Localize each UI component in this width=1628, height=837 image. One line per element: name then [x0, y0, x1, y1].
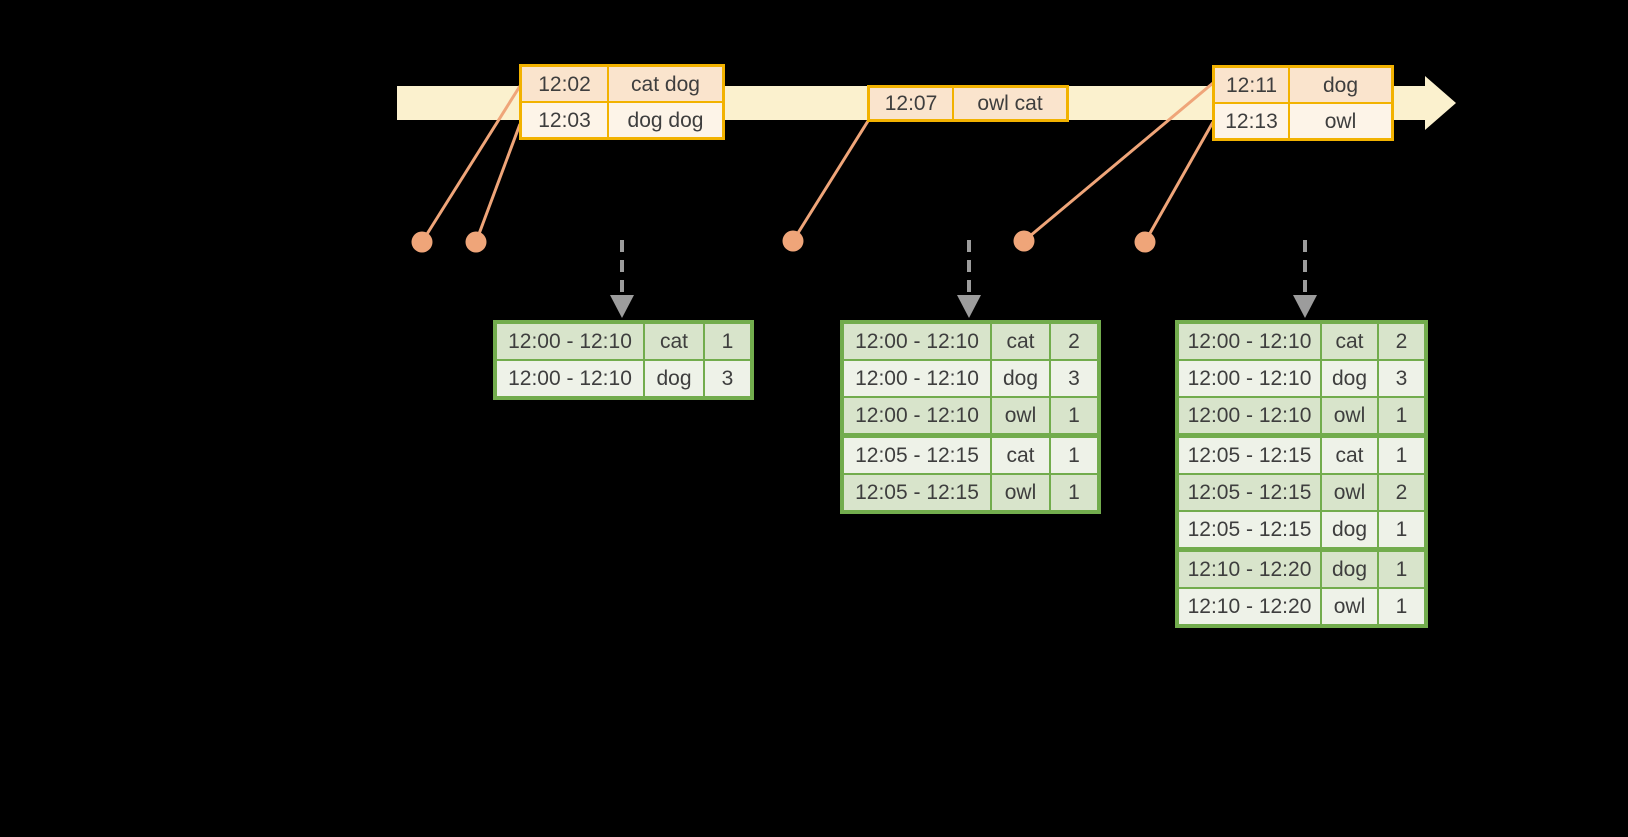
event-box-2: 12:07 owl cat [867, 85, 1069, 122]
count-cell: 3 [1379, 361, 1424, 396]
table-row: 12:00 - 12:10 dog 3 [1179, 361, 1424, 396]
window-cell: 12:05 - 12:15 [1179, 438, 1320, 473]
event-marker-dot [1134, 231, 1156, 253]
event-connector-line [791, 120, 870, 242]
window-cell: 12:00 - 12:10 [844, 398, 990, 433]
count-cell: 1 [1379, 438, 1424, 473]
event-box-1: 12:02 cat dog 12:03 dog dog [519, 64, 725, 140]
count-cell: 1 [1379, 552, 1424, 587]
event-connector-line [1143, 121, 1215, 243]
event-time-cell: 12:02 [522, 67, 607, 101]
word-cell: cat [1322, 438, 1377, 473]
window-cell: 12:05 - 12:15 [844, 438, 990, 473]
event-words-cell: cat dog [609, 67, 722, 101]
count-cell: 1 [1051, 398, 1097, 433]
table-row: 12:05 - 12:15 cat 1 [844, 438, 1097, 473]
event-marker-dot [782, 230, 804, 252]
window-cell: 12:00 - 12:10 [844, 324, 990, 359]
count-cell: 1 [1379, 512, 1424, 547]
window-cell: 12:00 - 12:10 [1179, 324, 1320, 359]
result-table-3: 12:00 - 12:10 cat 2 12:00 - 12:10 dog 3 … [1175, 320, 1428, 628]
count-cell: 1 [1051, 475, 1097, 510]
word-cell: cat [645, 324, 703, 359]
word-cell: dog [1322, 361, 1377, 396]
word-cell: cat [992, 438, 1049, 473]
word-cell: owl [1322, 398, 1377, 433]
table-row: 12:00 - 12:10 cat 1 [497, 324, 750, 359]
event-words-cell: owl cat [954, 88, 1066, 119]
word-cell: dog [645, 361, 703, 396]
count-cell: 1 [705, 324, 750, 359]
table-row: 12:05 - 12:15 dog 1 [1179, 512, 1424, 547]
event-box-3: 12:11 dog 12:13 owl [1212, 65, 1394, 141]
table-row: 12:10 - 12:20 owl 1 [1179, 589, 1424, 624]
word-cell: dog [1322, 512, 1377, 547]
word-cell: dog [1322, 552, 1377, 587]
event-marker-dot [411, 231, 433, 253]
event-marker-dot [1013, 230, 1035, 252]
table-row: 12:10 - 12:20 dog 1 [1179, 552, 1424, 587]
event-time-cell: 12:07 [870, 88, 952, 119]
trigger-arrow-heads [610, 295, 1317, 318]
count-cell: 1 [1051, 438, 1097, 473]
table-row: 12:00 - 12:10 dog 3 [844, 361, 1097, 396]
word-cell: owl [1322, 475, 1377, 510]
trigger-arrowhead-icon [610, 295, 634, 318]
table-row: 12:00 - 12:10 dog 3 [497, 361, 750, 396]
event-words-cell: owl [1290, 104, 1391, 138]
count-cell: 3 [1051, 361, 1097, 396]
word-cell: owl [992, 475, 1049, 510]
count-cell: 1 [1379, 398, 1424, 433]
table-row: 12:00 - 12:10 owl 1 [1179, 398, 1424, 433]
event-time-cell: 12:13 [1215, 104, 1288, 138]
trigger-arrowhead-icon [1293, 295, 1317, 318]
word-cell: dog [992, 361, 1049, 396]
event-marker-dot [465, 231, 487, 253]
window-cell: 12:00 - 12:10 [497, 324, 643, 359]
window-cell: 12:10 - 12:20 [1179, 589, 1320, 624]
count-cell: 2 [1379, 475, 1424, 510]
window-cell: 12:05 - 12:15 [1179, 475, 1320, 510]
event-words-cell: dog dog [609, 103, 722, 137]
window-cell: 12:00 - 12:10 [1179, 361, 1320, 396]
count-cell: 1 [1379, 589, 1424, 624]
window-cell: 12:05 - 12:15 [1179, 512, 1320, 547]
word-cell: cat [992, 324, 1049, 359]
table-row: 12:00 - 12:10 cat 2 [844, 324, 1097, 359]
window-cell: 12:00 - 12:10 [844, 361, 990, 396]
window-cell: 12:05 - 12:15 [844, 475, 990, 510]
window-cell: 12:00 - 12:10 [497, 361, 643, 396]
count-cell: 2 [1051, 324, 1097, 359]
result-table-2: 12:00 - 12:10 cat 2 12:00 - 12:10 dog 3 … [840, 320, 1101, 514]
event-time-cell: 12:11 [1215, 68, 1288, 102]
word-cell: cat [1322, 324, 1377, 359]
table-row: 12:05 - 12:15 owl 1 [844, 475, 1097, 510]
timeline-arrowhead-icon [1425, 76, 1456, 130]
trigger-arrowhead-icon [957, 295, 981, 318]
table-row: 12:00 - 12:10 cat 2 [1179, 324, 1424, 359]
count-cell: 3 [705, 361, 750, 396]
event-connector-line [474, 123, 522, 243]
event-marker-dots [411, 230, 1156, 253]
table-row: 12:05 - 12:15 cat 1 [1179, 438, 1424, 473]
table-row: 12:05 - 12:15 owl 2 [1179, 475, 1424, 510]
table-row: 12:00 - 12:10 owl 1 [844, 398, 1097, 433]
count-cell: 2 [1379, 324, 1424, 359]
window-cell: 12:10 - 12:20 [1179, 552, 1320, 587]
word-cell: owl [992, 398, 1049, 433]
event-words-cell: dog [1290, 68, 1391, 102]
result-table-1: 12:00 - 12:10 cat 1 12:00 - 12:10 dog 3 [493, 320, 754, 400]
trigger-arrow-shafts [620, 240, 1307, 297]
event-time-cell: 12:03 [522, 103, 607, 137]
window-cell: 12:00 - 12:10 [1179, 398, 1320, 433]
word-cell: owl [1322, 589, 1377, 624]
